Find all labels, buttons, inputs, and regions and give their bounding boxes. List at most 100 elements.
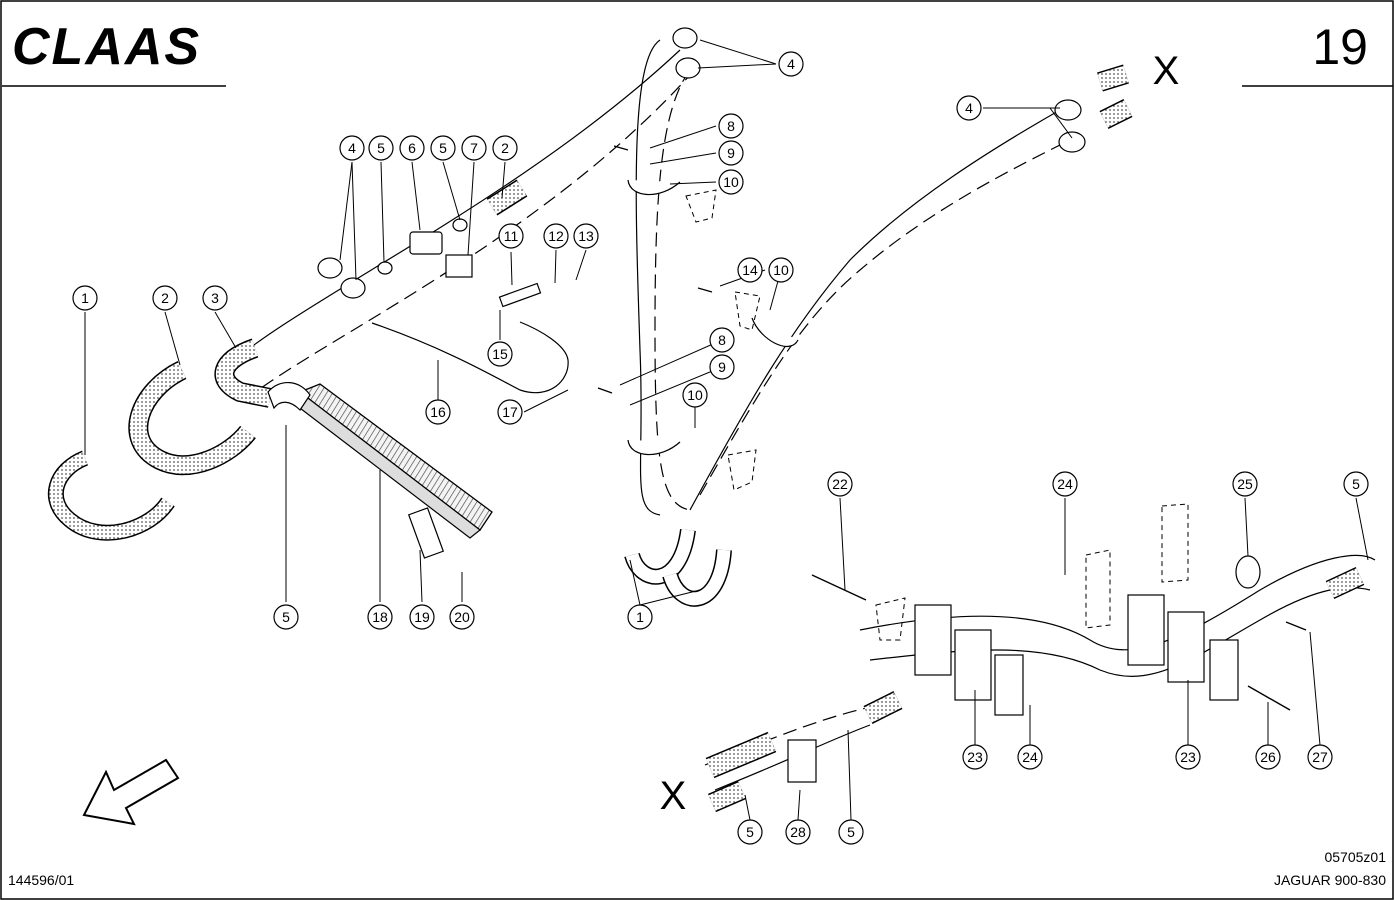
svg-text:8: 8 (727, 118, 735, 134)
callout-24a: 24 (1052, 471, 1078, 497)
svg-text:24: 24 (1057, 476, 1073, 492)
callout-7: 7 (461, 135, 487, 161)
svg-text:8: 8 (718, 332, 726, 348)
callout-5c: 5 (273, 604, 299, 630)
svg-text:19: 19 (414, 609, 430, 625)
callout-12: 12 (543, 223, 569, 249)
svg-text:5: 5 (282, 609, 290, 625)
model-name: JAGUAR 900-830 (1274, 872, 1386, 888)
callout-19: 19 (409, 604, 435, 630)
page-number: 19 (1312, 19, 1368, 75)
svg-text:6: 6 (408, 140, 416, 156)
drawing-id: 144596/01 (8, 872, 74, 888)
brand-logo: CLAAS (12, 18, 201, 76)
figure-code: 05705z01 (1324, 849, 1386, 865)
callout-4c: 4 (956, 95, 982, 121)
svg-text:15: 15 (492, 346, 508, 362)
callout-20: 20 (449, 604, 475, 630)
callout-22: 22 (827, 471, 853, 497)
callout-5a: 5 (368, 135, 394, 161)
oil-cooler (267, 382, 493, 539)
svg-text:23: 23 (967, 749, 983, 765)
callout-15: 15 (487, 341, 513, 367)
svg-text:18: 18 (372, 609, 388, 625)
svg-text:2: 2 (161, 290, 169, 306)
svg-text:10: 10 (723, 174, 739, 190)
x-marker-bottom-left: X (660, 774, 687, 818)
callout-9a: 9 (718, 140, 744, 166)
svg-text:12: 12 (548, 228, 564, 244)
x-marker-top-right: X (1153, 49, 1180, 93)
callout-1a: 1 (72, 285, 98, 311)
callout-10b: 10 (768, 257, 794, 283)
callout-23b: 23 (1175, 744, 1201, 770)
callout-17: 17 (497, 399, 523, 425)
arrow-down-left-icon (82, 758, 180, 826)
callout-11: 11 (498, 223, 524, 249)
callout-8a: 8 (718, 113, 744, 139)
svg-text:4: 4 (348, 140, 356, 156)
callout-5d: 5 (1343, 471, 1369, 497)
svg-text:25: 25 (1237, 476, 1253, 492)
callout-18: 18 (367, 604, 393, 630)
callout-2b: 2 (492, 135, 518, 161)
svg-text:5: 5 (439, 140, 447, 156)
callout-23a: 23 (962, 744, 988, 770)
svg-text:5: 5 (377, 140, 385, 156)
svg-text:7: 7 (470, 140, 478, 156)
svg-text:26: 26 (1260, 749, 1276, 765)
leader-lines (84, 39, 1369, 821)
ghost-outlines (685, 189, 1189, 641)
callout-3: 3 (202, 285, 228, 311)
svg-text:1: 1 (636, 609, 644, 625)
callout-28: 28 (785, 819, 811, 845)
callout-27: 27 (1307, 744, 1333, 770)
svg-text:20: 20 (454, 609, 470, 625)
callout-5e: 5 (737, 819, 763, 845)
callout-16: 16 (425, 399, 451, 425)
callout-13: 13 (573, 223, 599, 249)
callout-14: 14 (737, 257, 763, 283)
callout-6: 6 (399, 135, 425, 161)
svg-text:24: 24 (1022, 749, 1038, 765)
svg-text:4: 4 (965, 100, 973, 116)
svg-text:13: 13 (578, 228, 594, 244)
callout-9b: 9 (709, 354, 735, 380)
svg-text:22: 22 (832, 476, 848, 492)
svg-text:23: 23 (1180, 749, 1196, 765)
header: CLAAS 19 (2, 18, 1393, 87)
svg-text:9: 9 (727, 145, 735, 161)
callout-4b: 4 (778, 51, 804, 77)
callout-2a: 2 (152, 285, 178, 311)
svg-text:2: 2 (501, 140, 509, 156)
callout-10c: 10 (682, 382, 708, 408)
svg-text:9: 9 (718, 359, 726, 375)
svg-text:10: 10 (687, 387, 703, 403)
svg-text:16: 16 (430, 404, 446, 420)
svg-text:28: 28 (790, 824, 806, 840)
bolts (597, 145, 1307, 711)
callout-4a: 4 (339, 135, 365, 161)
footer: 144596/01 05705z01 JAGUAR 900-830 (8, 849, 1386, 888)
callout-26: 26 (1255, 744, 1281, 770)
svg-text:5: 5 (847, 824, 855, 840)
svg-text:5: 5 (746, 824, 754, 840)
svg-text:4: 4 (787, 56, 795, 72)
callout-24b: 24 (1017, 744, 1043, 770)
svg-text:1: 1 (81, 290, 89, 306)
callout-5f: 5 (838, 819, 864, 845)
svg-text:17: 17 (502, 404, 518, 420)
svg-text:5: 5 (1352, 476, 1360, 492)
callout-8b: 8 (709, 327, 735, 353)
svg-text:14: 14 (742, 262, 758, 278)
callout-25: 25 (1232, 471, 1258, 497)
callout-1b: 1 (627, 604, 653, 630)
fittings (317, 27, 1261, 783)
svg-text:11: 11 (504, 228, 519, 244)
svg-text:27: 27 (1312, 749, 1328, 765)
callout-10a: 10 (718, 169, 744, 195)
callouts: 1 1 2 2 3 4 4 4 4 5 5 5 5 5 5 5 6 7 8 8 … (72, 51, 1369, 845)
svg-text:10: 10 (773, 262, 789, 278)
